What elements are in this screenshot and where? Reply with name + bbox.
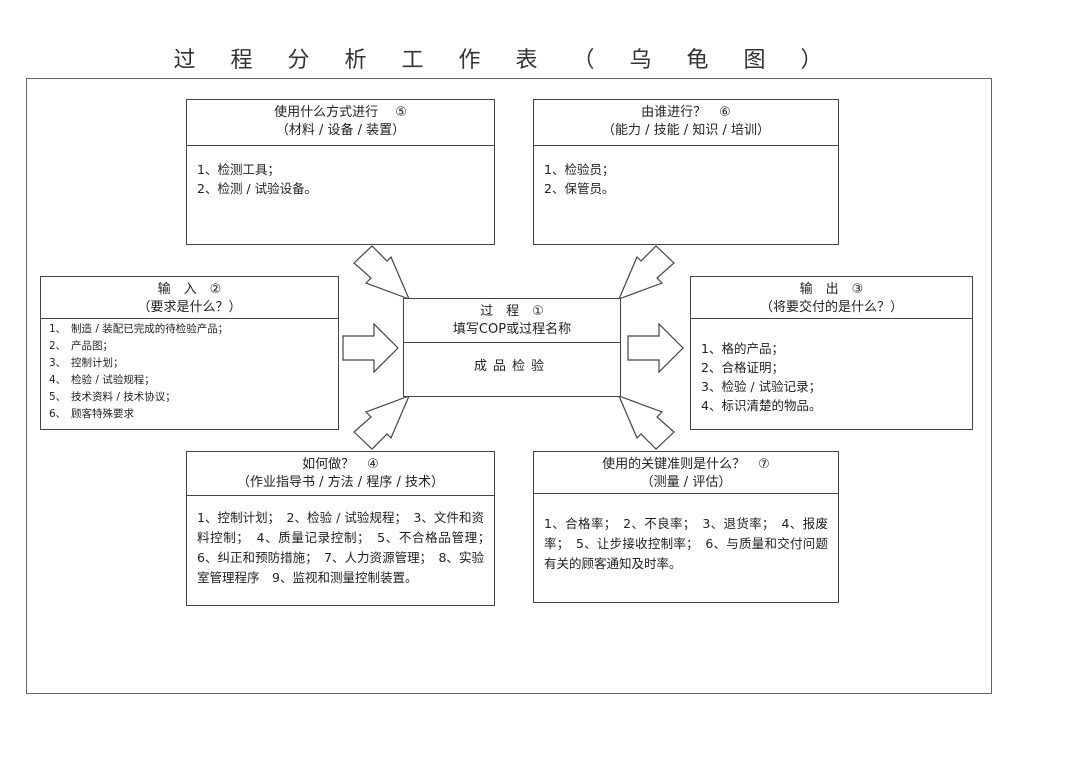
input-box: 输 入 ② （要求是什么？） 1、制造 / 装配已完成的待检验产品； 2、产品图… [40,276,339,430]
arrow-input-to-process [342,322,399,374]
output-box-header: 输 出 ③ （将要交付的是什么？） [691,277,972,319]
process-box: 过 程 ① 填写COP或过程名称 成品检验 [403,298,621,397]
list-item: 2、产品图； [49,340,113,352]
method-subtitle: （材料 / 设备 / 装置） [275,123,406,138]
arrow-process-to-output [627,322,684,374]
method-box-header: 使用什么方式进行 ⑤ （材料 / 设备 / 装置） [187,100,494,146]
method-box-body: 1、检测工具； 2、检测 / 试验设备。 [187,146,494,206]
who-title: 由谁进行？ ⑥ [641,105,731,120]
how-box-header: 如何做？ ④ （作业指导书 / 方法 / 程序 / 技术） [187,452,494,496]
process-name: 成品检验 [473,359,550,374]
how-subtitle: （作业指导书 / 方法 / 程序 / 技术） [237,475,444,490]
how-title: 如何做？ ④ [302,457,379,472]
who-box-body: 1、检验员； 2、保管员。 [534,146,838,206]
list-item: 4、检验 / 试验规程； [49,374,155,386]
arrow-method-to-process [353,245,411,301]
arrow-who-to-process [617,245,675,301]
how-box-body: 1、控制计划； 2、检验 / 试验规程； 3、文件和资料控制； 4、质量记录控制… [197,510,497,585]
arrow-how-to-process [353,394,411,450]
list-item: 4、标识清楚的物品。 [701,398,822,413]
diagram-frame [26,78,992,694]
who-box-header: 由谁进行？ ⑥ （能力 / 技能 / 知识 / 培训） [534,100,838,146]
list-item: 6、顾客特殊要求 [49,408,134,420]
list-item: 2、合格证明； [701,360,784,375]
input-box-header: 输 入 ② （要求是什么？） [41,277,338,319]
process-subtitle: 填写COP或过程名称 [452,322,572,337]
list-item: 2、保管员。 [544,181,615,196]
who-subtitle: （能力 / 技能 / 知识 / 培训） [602,123,770,138]
criteria-box: 使用的关键准则是什么？ ⑦ （测量 / 评估） 1、合格率； 2、不良率； 3、… [533,451,839,603]
who-box: 由谁进行？ ⑥ （能力 / 技能 / 知识 / 培训） 1、检验员； 2、保管员… [533,99,839,245]
process-title: 过 程 ① [480,304,544,319]
criteria-title: 使用的关键准则是什么？ ⑦ [602,457,770,472]
list-item: 2、检测 / 试验设备。 [197,181,318,196]
input-title: 输 入 ② [157,282,222,297]
method-box: 使用什么方式进行 ⑤ （材料 / 设备 / 装置） 1、检测工具； 2、检测 /… [186,99,495,245]
output-title: 输 出 ③ [799,282,864,297]
output-subtitle: （将要交付的是什么？） [759,300,903,315]
arrow-criteria-to-process [617,394,675,450]
list-item: 1、制造 / 装配已完成的待检验产品； [49,323,229,335]
list-item: 5、技术资料 / 技术协议； [49,391,176,403]
method-title: 使用什么方式进行 ⑤ [274,105,407,120]
how-box: 如何做？ ④ （作业指导书 / 方法 / 程序 / 技术） 1、控制计划； 2、… [186,451,497,606]
process-box-header: 过 程 ① 填写COP或过程名称 [404,299,620,343]
input-box-body: 1、制造 / 装配已完成的待检验产品； 2、产品图； 3、控制计划； 4、检验 … [41,319,338,425]
list-item: 3、检验 / 试验记录； [701,379,822,394]
list-item: 3、控制计划； [49,357,124,369]
output-box: 输 出 ③ （将要交付的是什么？） 1、格的产品； 2、合格证明； 3、检验 /… [690,276,973,430]
output-box-body: 1、格的产品； 2、合格证明； 3、检验 / 试验记录； 4、标识清楚的物品。 [691,319,972,423]
criteria-box-body: 1、合格率； 2、不良率； 3、退货率； 4、报废率； 5、让步接收控制率； 6… [544,516,828,571]
list-item: 1、检测工具； [197,162,280,177]
list-item: 1、检验员； [544,162,615,177]
criteria-subtitle: （测量 / 评估） [640,475,732,490]
input-subtitle: （要求是什么？） [137,300,242,315]
list-item: 1、格的产品； [701,341,784,356]
page-title: 过 程 分 析 工 作 表 （ 乌 龟 图 ） [173,48,837,73]
criteria-box-header: 使用的关键准则是什么？ ⑦ （测量 / 评估） [534,452,838,494]
